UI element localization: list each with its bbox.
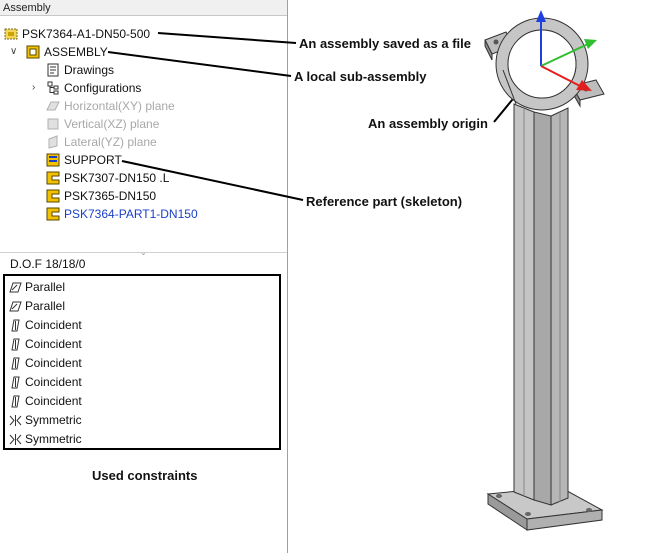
symmetric-icon <box>9 415 22 426</box>
constraints-list: Parallel Parallel Coincident Coincident … <box>3 274 281 450</box>
tree-root-assembly[interactable]: PSK7364-A1-DN50-500 <box>4 25 150 43</box>
pipe-support-model[interactable] <box>484 17 605 531</box>
dof-readout: D.O.F 18/18/0 <box>10 257 86 271</box>
assembly-file-icon <box>4 28 18 40</box>
z-axis-arrow-icon <box>536 10 546 22</box>
symmetric-icon <box>9 434 22 445</box>
part-icon <box>46 189 60 203</box>
constraint-label: Coincident <box>25 337 82 351</box>
y-axis-arrow-icon <box>584 39 597 49</box>
constraint-item[interactable]: Coincident <box>9 392 82 411</box>
constraint-item[interactable]: Symmetric <box>9 430 82 449</box>
panel-title: Assembly <box>0 0 287 16</box>
constraint-label: Coincident <box>25 318 82 332</box>
constraint-label: Symmetric <box>25 413 82 427</box>
constraint-item[interactable]: Coincident <box>9 316 82 335</box>
tree-item-label: Vertical(XZ) plane <box>64 117 160 131</box>
constraint-item[interactable]: Coincident <box>9 335 82 354</box>
part-icon <box>46 171 60 185</box>
coincident-icon <box>11 376 20 389</box>
constraint-item[interactable]: Coincident <box>9 354 82 373</box>
x-axis-arrow-icon <box>576 80 592 91</box>
callout-assembly-file: An assembly saved as a file <box>299 36 471 51</box>
constraint-label: Parallel <box>25 280 66 294</box>
constraint-label: Coincident <box>25 356 82 370</box>
coincident-icon <box>11 338 20 351</box>
tree-item-configurations[interactable]: Configurations <box>46 79 141 97</box>
tree-item-sub-assembly[interactable]: ASSEMBLY <box>26 43 108 61</box>
constraint-label: Coincident <box>25 394 82 408</box>
coincident-icon <box>11 357 20 370</box>
tree-item-lateral-plane[interactable]: Lateral(YZ) plane <box>46 133 157 151</box>
plane-icon <box>46 101 60 111</box>
tree-item-drawings[interactable]: Drawings <box>46 61 114 79</box>
x-axis <box>540 65 581 87</box>
panel-splitter[interactable] <box>0 252 287 257</box>
callout-origin: An assembly origin <box>368 116 488 131</box>
tree-item-part[interactable]: PSK7364-PART1-DN150 <box>46 205 198 223</box>
tree-item-label: Drawings <box>64 63 115 77</box>
tree-item-part[interactable]: PSK7307-DN150 .L <box>46 169 169 187</box>
constraint-label: Parallel <box>25 299 66 313</box>
sub-assembly-icon <box>26 45 40 59</box>
constraint-label: Coincident <box>25 375 82 389</box>
constraint-item[interactable]: Parallel <box>9 297 65 316</box>
tree-item-label: Lateral(YZ) plane <box>64 135 157 149</box>
tree-item-label: Horizontal(XY) plane <box>64 99 175 113</box>
constraint-item[interactable]: Coincident <box>9 373 82 392</box>
tree-item-label: Configurations <box>64 81 142 95</box>
tree-root-label: PSK7364-A1-DN50-500 <box>22 27 151 41</box>
part-icon <box>46 207 60 221</box>
tree-item-label: PSK7307-DN150 .L <box>64 171 170 185</box>
tree-item-label: SUPPORT <box>64 153 122 167</box>
parallel-icon <box>9 282 22 293</box>
constraints-caption: Used constraints <box>92 468 198 483</box>
tree-item-horizontal-plane[interactable]: Horizontal(XY) plane <box>46 97 175 115</box>
coincident-icon <box>11 395 20 408</box>
tree-item-vertical-plane[interactable]: Vertical(XZ) plane <box>46 115 159 133</box>
plane-icon <box>48 135 58 149</box>
drawing-icon <box>47 63 59 77</box>
skeleton-part-icon <box>46 153 60 167</box>
chevron-down-icon[interactable]: ∨ <box>10 46 18 57</box>
callout-sub-assembly: A local sub-assembly <box>294 69 427 84</box>
plane-icon <box>47 118 59 130</box>
tree-item-label: PSK7365-DN150 <box>64 189 157 203</box>
tree-item-part[interactable]: PSK7365-DN150 <box>46 187 156 205</box>
callout-leader-line <box>121 160 304 201</box>
splitter-grip-icon[interactable]: ⌄ <box>140 248 147 257</box>
constraint-label: Symmetric <box>25 432 82 446</box>
constraint-item[interactable]: Symmetric <box>9 411 82 430</box>
sub-assembly-label: ASSEMBLY <box>44 45 108 59</box>
callout-leader-line <box>107 51 292 77</box>
configurations-icon <box>47 81 59 95</box>
coincident-icon <box>11 319 20 332</box>
callout-reference-part: Reference part (skeleton) <box>306 194 463 209</box>
assembly-origin-axes[interactable] <box>536 10 597 91</box>
parallel-icon <box>9 301 22 312</box>
tree-item-label: PSK7364-PART1-DN150 <box>64 207 198 221</box>
tree-item-support[interactable]: SUPPORT <box>46 151 122 169</box>
assembly-panel: Assembly PSK7364-A1-DN50-500 ∨ ASSEMBLY … <box>0 0 288 553</box>
callout-leader-line <box>157 32 297 44</box>
y-axis <box>540 43 589 67</box>
constraint-item[interactable]: Parallel <box>9 278 65 297</box>
chevron-right-icon[interactable]: › <box>32 82 36 93</box>
